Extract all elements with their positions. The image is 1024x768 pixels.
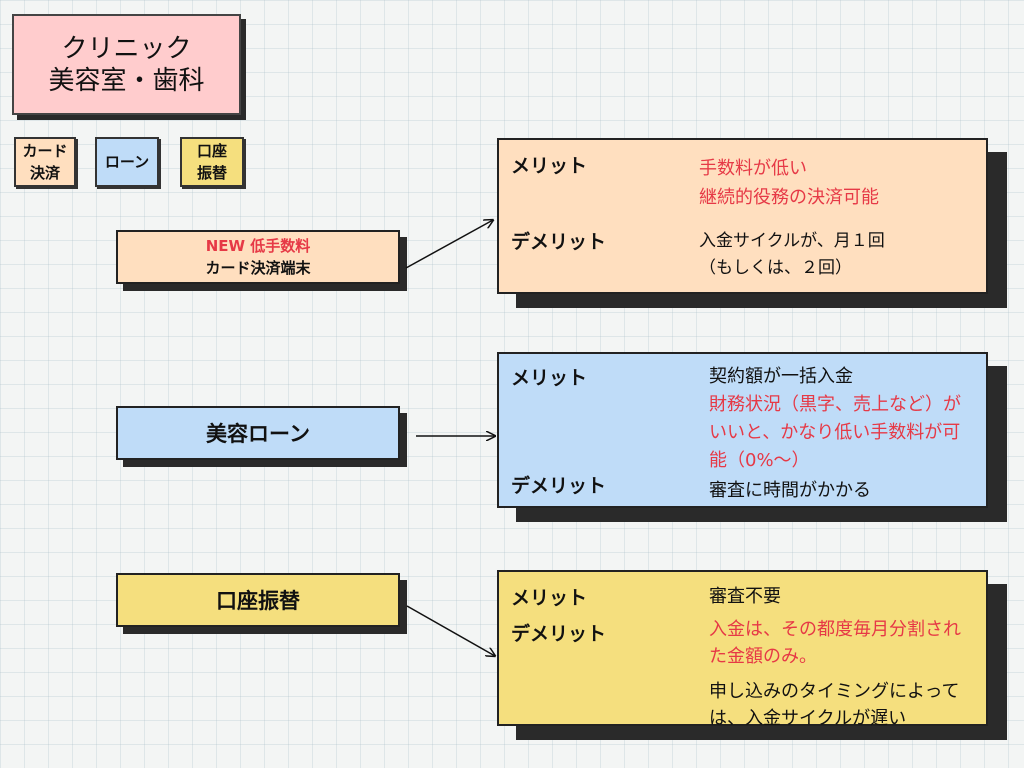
detail-beauty-loan: メリット 契約額が一括入金 財務状況（黒字、売上など）が いいと、かなり低い手数…: [497, 352, 988, 508]
demerit-line: 申し込みのタイミングによって: [709, 681, 960, 702]
merit-red-line: いいと、かなり低い手数料が可: [709, 422, 961, 443]
category-card-label: カード決済端末: [205, 259, 311, 277]
title-line-1: クリニック: [61, 33, 192, 64]
demerit-label: デメリット: [511, 475, 607, 497]
category-card-terminal: NEW 低手数料 カード決済端末: [116, 230, 400, 284]
detail-card-terminal: メリット 手数料が低い 継続的役務の決済可能 デメリット 入金サイクルが、月１回…: [497, 138, 988, 294]
legend-card-line-1: カード: [22, 142, 68, 160]
demerit-line: 審査に時間がかかる: [709, 480, 871, 501]
demerit-label: デメリット: [511, 231, 607, 253]
arrow-account: [406, 605, 495, 656]
merit-text: 契約額が一括入金 財務状況（黒字、売上など）が いいと、かなり低い手数料が可 能…: [709, 363, 961, 475]
legend-account-line-1: 口座: [196, 142, 227, 160]
demerit-text: 入金サイクルが、月１回 （もしくは、２回）: [699, 228, 885, 282]
category-beauty-loan: 美容ローン: [116, 406, 400, 460]
merit-line: 契約額が一括入金: [709, 366, 853, 387]
legend-account: 口座 振替: [180, 137, 244, 187]
legend-card-line-2: 決済: [29, 164, 60, 182]
category-account-transfer: 口座振替: [116, 573, 400, 627]
arrow-card: [405, 220, 493, 269]
merit-red-line: 能（0%〜）: [709, 450, 810, 471]
legend-account-line-2: 振替: [196, 164, 227, 182]
merit-line: 継続的役務の決済可能: [699, 187, 879, 208]
demerit-line: （もしくは、２回）: [699, 258, 852, 278]
legend-loan-line-1: ローン: [104, 153, 150, 171]
category-account-label: 口座振替: [216, 589, 300, 613]
merit-line: 手数料が低い: [699, 158, 807, 179]
new-badge: NEW 低手数料: [205, 237, 311, 255]
merit-text: 審査不要: [709, 582, 781, 611]
legend-card: カード 決済: [14, 137, 76, 187]
title-line-2: 美容室・歯科: [48, 65, 205, 96]
demerit-text: 入金は、その都度毎月分割され た金額のみ。 申し込みのタイミングによって は、入…: [709, 616, 961, 732]
legend-loan: ローン: [95, 137, 159, 187]
merit-text: 手数料が低い 継続的役務の決済可能: [699, 154, 879, 212]
demerit-line: は、入金サイクルが遅い: [709, 708, 907, 729]
demerit-text: 審査に時間がかかる: [709, 476, 871, 505]
merit-label: メリット: [511, 367, 588, 389]
demerit-red-line: 入金は、その都度毎月分割され: [709, 619, 961, 640]
merit-label: メリット: [511, 155, 588, 177]
demerit-label: デメリット: [511, 623, 607, 645]
demerit-red-line: た金額のみ。: [709, 646, 817, 667]
category-loan-label: 美容ローン: [206, 422, 310, 446]
merit-red-line: 財務状況（黒字、売上など）が: [709, 394, 961, 415]
merit-line: 審査不要: [709, 586, 781, 607]
detail-account-transfer: メリット 審査不要 デメリット 入金は、その都度毎月分割され た金額のみ。 申し…: [497, 570, 988, 729]
title-box: クリニック 美容室・歯科: [12, 14, 241, 115]
demerit-line: 入金サイクルが、月１回: [699, 231, 885, 251]
merit-label: メリット: [511, 587, 588, 609]
